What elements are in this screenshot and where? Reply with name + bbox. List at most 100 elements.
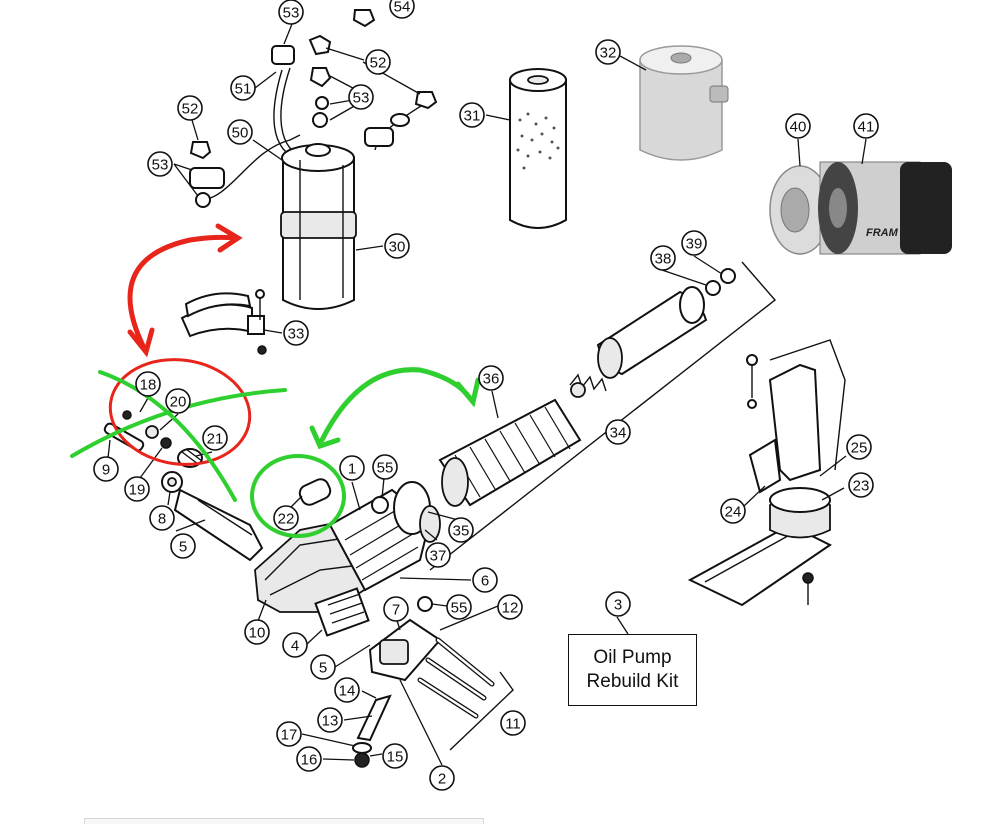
callout-52: 52 — [177, 95, 203, 121]
callout-1: 1 — [339, 455, 365, 481]
spin-on-filter-adapter: FRAM — [769, 138, 952, 255]
callout-number: 8 — [158, 511, 166, 528]
callout-33: 33 — [283, 320, 309, 346]
callout-32: 32 — [595, 39, 621, 65]
callout-number: 33 — [288, 326, 305, 343]
callout-9: 9 — [93, 456, 119, 482]
callout-30: 30 — [384, 233, 410, 259]
kit-label-line-1: Oil Pump — [593, 647, 672, 668]
callout-number: 55 — [377, 460, 394, 477]
callout-number: 5 — [319, 660, 327, 677]
callout-17: 17 — [276, 721, 302, 747]
callout-10: 10 — [244, 619, 270, 645]
callout-number: 31 — [464, 108, 481, 125]
callout-number: 25 — [851, 440, 868, 457]
callout-number: 41 — [858, 119, 875, 136]
callout-53: 53 — [147, 151, 173, 177]
callout-16: 16 — [296, 746, 322, 772]
callout-35: 35 — [448, 517, 474, 543]
callout-number: 53 — [283, 5, 300, 22]
bottom-edge-strip — [84, 818, 484, 824]
callout-number: 39 — [686, 236, 703, 253]
callout-6: 6 — [472, 567, 498, 593]
oil-pump-rebuild-kit-label: Oil Pump Rebuild Kit — [568, 634, 697, 706]
callout-number: 34 — [610, 425, 627, 442]
green-annotation — [70, 367, 481, 538]
callout-8: 8 — [149, 505, 175, 531]
kit-label-line-2: Rebuild Kit — [586, 671, 679, 692]
callout-number: 11 — [505, 716, 521, 733]
callout-21: 21 — [202, 425, 228, 451]
callout-number: 22 — [278, 511, 295, 528]
callout-number: 15 — [387, 749, 404, 766]
callout-37: 37 — [425, 542, 451, 568]
callout-34: 34 — [605, 419, 631, 445]
callout-number: 53 — [152, 157, 169, 174]
callout-number: 12 — [502, 600, 519, 617]
callout-25: 25 — [846, 434, 872, 460]
callout-55: 55 — [372, 454, 398, 480]
green-strike-line-1 — [98, 370, 237, 502]
callout-number: 51 — [235, 81, 252, 98]
callout-number: 53 — [353, 90, 370, 107]
callout-14: 14 — [334, 677, 360, 703]
callout-41: 41 — [853, 113, 879, 139]
callout-5: 5 — [310, 654, 336, 680]
callout-number: 52 — [370, 55, 387, 72]
callout-number: 21 — [207, 431, 224, 448]
filter-element — [485, 68, 567, 229]
callout-13: 13 — [317, 707, 343, 733]
red-circle-marking — [108, 358, 252, 466]
callout-number: 5 — [179, 539, 187, 556]
callout-31: 31 — [459, 102, 485, 128]
callout-number: 36 — [483, 371, 500, 388]
callout-number: 14 — [339, 683, 356, 700]
callout-number: 37 — [430, 548, 447, 565]
callout-36: 36 — [478, 365, 504, 391]
callout-number: 54 — [394, 0, 411, 16]
callout-number: 7 — [392, 602, 400, 619]
callout-53: 53 — [278, 0, 304, 25]
callout-number: 30 — [389, 239, 406, 256]
callout-number: 2 — [438, 771, 446, 788]
callout-number: 50 — [232, 125, 249, 142]
callout-11: 11 — [500, 710, 526, 736]
callout-7: 7 — [383, 596, 409, 622]
callout-number: 4 — [291, 638, 299, 655]
red-annotation — [108, 223, 252, 466]
callout-number: 40 — [790, 119, 807, 136]
callout-50: 50 — [227, 119, 253, 145]
callout-number: 18 — [140, 377, 157, 394]
callout-53: 53 — [348, 84, 374, 110]
callout-number: 55 — [451, 600, 468, 617]
callout-number: 3 — [614, 597, 622, 614]
callout-12: 12 — [497, 594, 523, 620]
callout-24: 24 — [720, 498, 746, 524]
callout-19: 19 — [124, 476, 150, 502]
callout-number: 35 — [453, 523, 470, 540]
callout-5: 5 — [170, 533, 196, 559]
callout-number: 16 — [301, 752, 318, 769]
callout-38: 38 — [650, 245, 676, 271]
callout-51: 51 — [230, 75, 256, 101]
callout-40: 40 — [785, 113, 811, 139]
callout-number: 24 — [725, 504, 742, 521]
callout-55: 55 — [446, 594, 472, 620]
green-curved-arrow — [319, 367, 473, 443]
callout-number: 6 — [481, 573, 489, 590]
callout-15: 15 — [382, 743, 408, 769]
clamp-bracket — [180, 289, 283, 355]
callout-20: 20 — [165, 388, 191, 414]
callout-39: 39 — [681, 230, 707, 256]
callout-2: 2 — [429, 765, 455, 791]
oil-pickup-strainer — [687, 339, 847, 607]
oil-filter-housing — [173, 9, 438, 310]
aluminium-canister — [619, 45, 729, 161]
callout-54: 54 — [389, 0, 415, 19]
callout-4: 4 — [282, 632, 308, 658]
callout-number: 19 — [129, 482, 146, 499]
callout-18: 18 — [135, 371, 161, 397]
callout-number: 10 — [249, 625, 266, 642]
